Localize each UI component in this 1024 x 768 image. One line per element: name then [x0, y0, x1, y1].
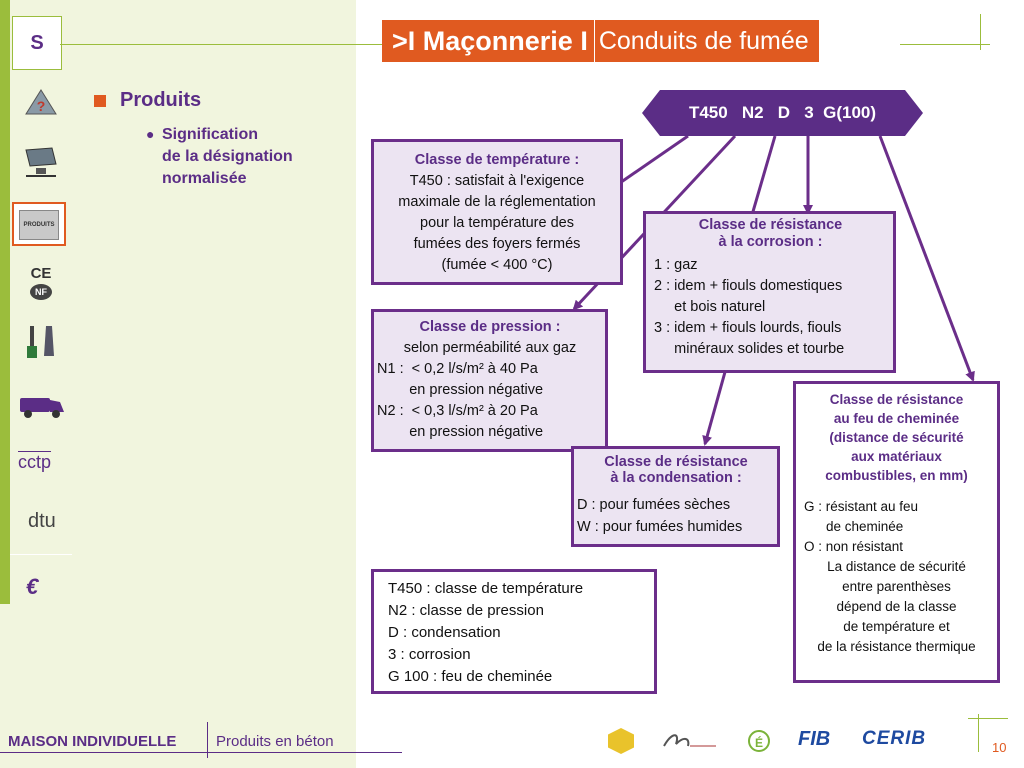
eco-label-icon: É: [748, 730, 770, 752]
produits-icon: PRODUITS: [19, 210, 59, 240]
feu-line: O : non résistant: [804, 539, 904, 554]
designation-badge: [642, 90, 923, 136]
green-side-bar: [0, 0, 10, 604]
cerpet-logo: [662, 730, 718, 752]
delivery-van-icon[interactable]: [18, 392, 66, 420]
temperature-line: pour la température des: [420, 215, 574, 231]
feu-line: de cheminée: [826, 519, 904, 534]
temperature-heading: Classe de température :: [414, 152, 580, 168]
corrosion-line: minéraux solides et tourbe: [654, 341, 845, 357]
legend-line: N2 : classe de pression: [388, 602, 544, 619]
feu-line: dépend de la classe: [836, 599, 957, 614]
subheading-line: de la désignation: [162, 148, 293, 165]
corrosion-line: 3 : idem + fiouls lourds, fiouls: [654, 320, 842, 336]
pression-line: en pression négative: [377, 424, 544, 440]
feu-line: entre parenthèses: [842, 579, 951, 594]
header-rule: [60, 44, 382, 45]
pression-line: N2 : < 0,3 l/s/m² à 20 Pa: [377, 403, 538, 419]
feu-line: de la résistance thermique: [817, 639, 976, 654]
temperature-line: (fumée < 400 °C): [441, 257, 553, 273]
ce-nf-icon[interactable]: CE NF: [24, 266, 58, 304]
sidebar-s-button[interactable]: S: [12, 16, 62, 70]
corrosion-heading: Classe de résistance: [698, 217, 843, 233]
header-rule-right: [900, 44, 990, 45]
temperature-line: fumées des foyers fermés: [413, 236, 581, 252]
nf-label: NF: [30, 284, 52, 300]
page-number: 10: [992, 740, 1007, 755]
fib-logo: FIB: [798, 728, 831, 750]
title-bold: >I Maçonnerie I: [382, 20, 594, 62]
footer-divider: [207, 722, 208, 758]
legend-line: G 100 : feu de cheminée: [388, 668, 553, 685]
pression-heading: Classe de pression :: [419, 319, 561, 335]
subheading-line: Signification: [162, 126, 258, 143]
dtu-icon[interactable]: dtu: [28, 510, 56, 532]
help-icon[interactable]: ?: [24, 88, 58, 116]
page-tick-h: [968, 718, 1008, 719]
designation-code: T450 N2 D 3 G(100): [688, 103, 877, 122]
pression-line: N1 : < 0,2 l/s/m² à 40 Pa: [377, 361, 538, 377]
sidebar-nav: ? PRODUITS CE NF cctp dtu €: [10, 0, 72, 604]
arrow-condensation-a: [750, 135, 777, 216]
feu-box: Classe de résistance au feu de cheminée …: [793, 381, 1000, 683]
arrow-temperature: [612, 134, 689, 189]
tools-icon[interactable]: [24, 322, 58, 362]
pression-line: en pression négative: [377, 382, 544, 398]
condensation-line: W : pour fumées humides: [577, 519, 743, 535]
feu-heading: Classe de résistance: [829, 392, 964, 407]
feu-line: de température et: [843, 619, 950, 634]
question-mark: ?: [37, 98, 46, 114]
slide-title: >I Maçonnerie I Conduits de fumée: [382, 20, 819, 62]
temperature-line: T450 : satisfait à l'exigence: [409, 173, 585, 189]
feu-heading: (distance de sécurité: [829, 430, 964, 445]
corrosion-heading: à la corrosion :: [718, 234, 823, 250]
bullet-dot-icon: ●: [146, 126, 155, 142]
pression-line: selon perméabilité aux gaz: [403, 340, 577, 356]
arrow-feu: [878, 135, 975, 382]
condensation-box: Classe de résistance à la condensation :…: [571, 446, 780, 547]
euro-icon[interactable]: €: [26, 574, 39, 599]
footer-subtitle: Produits en béton: [216, 733, 334, 750]
condensation-heading: à la condensation :: [610, 470, 742, 486]
page-tick: [978, 714, 979, 752]
section-heading: Produits: [120, 89, 202, 111]
title-rest: Conduits de fumée: [593, 20, 819, 62]
feu-line: La distance de sécurité: [827, 559, 966, 574]
feu-heading: au feu de cheminée: [833, 411, 960, 426]
subheading-line: normalisée: [162, 170, 247, 187]
footer-rule: [0, 752, 402, 753]
legend-box: T450 : classe de température N2 : classe…: [371, 569, 657, 694]
header-tick: [980, 14, 981, 50]
temperature-line: maximale de la réglementation: [398, 194, 596, 210]
cerib-logo: CERIB: [862, 728, 927, 749]
left-panel: [0, 0, 356, 768]
feu-heading: combustibles, en mm): [825, 468, 968, 483]
legend-line: 3 : corrosion: [388, 646, 471, 663]
bullet-square-icon: [94, 95, 106, 107]
roof-house-icon[interactable]: [22, 146, 60, 180]
sidebar-item-produits[interactable]: PRODUITS: [12, 202, 66, 246]
s-label: S: [30, 31, 44, 54]
footer-title: MAISON INDIVIDUELLE: [8, 733, 177, 750]
legend-line: D : condensation: [388, 624, 501, 641]
feu-heading: aux matériaux: [851, 449, 942, 464]
corrosion-line: 1 : gaz: [654, 257, 698, 273]
pression-box: Classe de pression : selon perméabilité …: [371, 309, 608, 452]
corrosion-line: et bois naturel: [654, 299, 766, 315]
corrosion-line: 2 : idem + fiouls domestiques: [654, 278, 843, 294]
condensation-heading: Classe de résistance: [604, 454, 748, 470]
sidebar-divider: [10, 554, 72, 555]
subheading: Signification de la désignation normalis…: [162, 124, 342, 190]
feu-line: G : résistant au feu: [804, 499, 919, 514]
ce-label: CE: [30, 265, 52, 282]
legend-line: T450 : classe de température: [388, 580, 584, 597]
arrow-condensation-b: [702, 371, 727, 446]
cctp-icon[interactable]: cctp: [18, 452, 52, 472]
temperature-box: Classe de température : T450 : satisfait…: [371, 139, 623, 285]
condensation-line: D : pour fumées sèches: [577, 497, 731, 513]
corrosion-box: Classe de résistance à la corrosion : 1 …: [643, 211, 896, 373]
